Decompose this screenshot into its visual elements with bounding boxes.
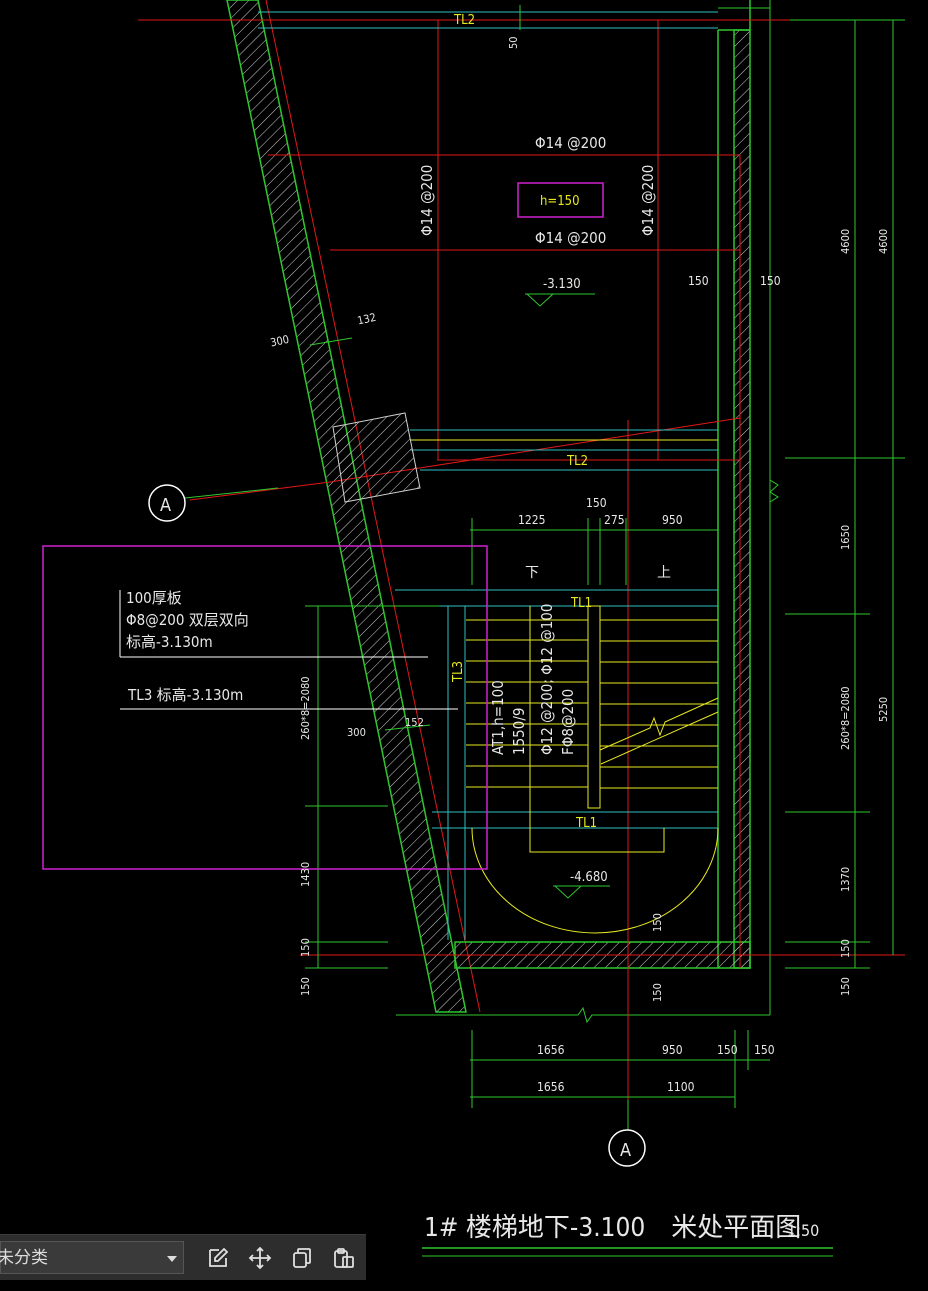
dim-bottom-1656a: 1656 [537,1043,565,1057]
label-elev-upper: -3.130 [543,277,581,292]
dim-bottom-1656b: 1656 [537,1080,565,1094]
dim-bottom-950: 950 [662,1043,683,1057]
dim-50: 50 [507,36,520,49]
copy-button[interactable] [284,1240,320,1276]
label-stair-rebar2: FΦ8@200 [559,689,577,755]
dim-150c: 150 [586,496,607,510]
edit-icon [209,1247,229,1267]
dim-4600a: 4600 [839,229,852,254]
dim-bottom-1100: 1100 [667,1080,695,1094]
label-rebar-top: Φ14 @200 [535,134,606,152]
axis-bubble-bottom [608,1129,646,1167]
label-stair-span: 1550/9 [510,708,528,755]
label-tl2-top: TL2 [453,13,475,28]
dim-300a: 300 [269,333,290,350]
dim-150-mid2: 150 [651,983,664,1002]
drawing-title: 1# 楼梯地下-3.100 米处平面图 [424,1213,801,1243]
dim-132: 132 [356,311,377,328]
label-stair-rebar1: Φ12 @200; Φ12 @100 [538,604,556,755]
dim-1225: 1225 [518,513,545,527]
note-elev: 标高-3.130m [126,633,213,651]
dim-950a: 950 [662,513,683,527]
dim-bottom-150b: 150 [754,1043,775,1057]
bottom-toolbar: 未分类 [0,1234,366,1280]
label-tl2-mid: TL2 [566,454,588,469]
chevron-down-icon [167,1256,177,1262]
copy-icon [293,1247,311,1268]
dim-1370: 1370 [839,867,852,892]
label-down: 下 [525,565,539,581]
move-icon [248,1246,272,1269]
drawing-scale: 1:50 [787,1221,819,1240]
label-rebar-left: Φ14 @200 [418,165,436,236]
axis-bubble-left [148,484,186,522]
paste-icon [334,1247,354,1268]
dim-300b: 300 [347,726,366,739]
label-rebar-right: Φ14 @200 [639,165,657,236]
move-button[interactable] [242,1240,278,1276]
dim-bottom-150a: 150 [717,1043,738,1057]
label-stair-at: AT1,h=100 [489,680,507,755]
right-wall-hatch [733,29,751,969]
axis-label-left: A [160,495,171,516]
dim-150b: 150 [760,274,781,288]
dim-1430: 1430 [299,862,312,887]
label-rebar-mid: Φ14 @200 [535,229,606,247]
paste-button[interactable] [326,1240,362,1276]
dim-150-left2: 150 [299,977,312,996]
dim-152: 152 [405,716,424,729]
dim-150-right2: 150 [839,977,852,996]
category-select-label: 未分类 [0,1248,48,1268]
note-tl3: TL3 标高-3.130m [127,686,243,704]
dim-1650: 1650 [839,525,852,550]
label-slab-h: h=150 [540,194,580,209]
note-frame [42,545,488,870]
dim-2080-right: 260*8=2080 [839,686,852,750]
label-elev-lower: -4.680 [570,870,608,885]
sloped-wall-hatch [226,0,467,1013]
edit-button[interactable] [200,1240,236,1276]
label-tl3: TL3 [451,661,466,683]
dim-4600b: 4600 [877,229,890,254]
dim-2080-left: 260*8=2080 [299,676,312,740]
dim-5250: 5250 [877,697,890,722]
sloped-wall-redline [265,0,481,1013]
label-tl1-bottom: TL1 [575,816,597,831]
dim-150a: 150 [688,274,709,288]
dim-150-mid1: 150 [651,913,664,932]
slab-thickness-tag [517,182,604,218]
category-select[interactable]: 未分类 [0,1241,184,1274]
dim-150-left1: 150 [299,938,312,957]
axis-label-bottom: A [620,1140,631,1161]
dim-150-right1: 150 [839,939,852,958]
note-slab: 100厚板 [126,589,182,607]
note-rebar: Φ8@200 双层双向 [126,611,249,629]
label-up: 上 [657,565,671,581]
dim-275: 275 [604,513,625,527]
label-tl1-top: TL1 [570,596,592,611]
